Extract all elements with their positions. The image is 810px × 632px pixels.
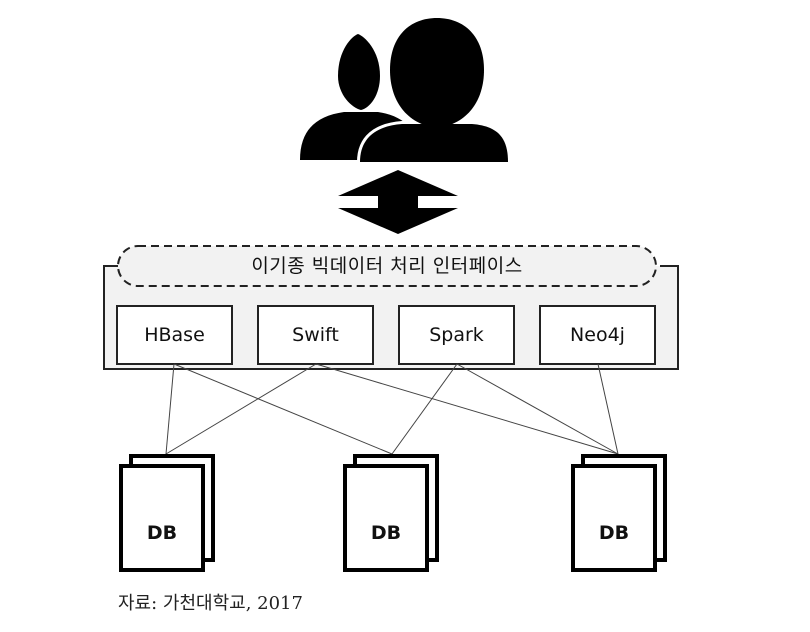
system-box-spark (398, 305, 515, 365)
interface-title: 이기종 빅데이터 처리 인터페이스 (251, 254, 523, 277)
system-label-swift: Swift (292, 324, 339, 346)
connection-lines (165, 363, 619, 455)
system-label-spark: Spark (429, 324, 484, 346)
database-label: DB (598, 522, 630, 544)
database-icon-2 (343, 454, 439, 572)
database-label: DB (146, 522, 178, 544)
interface-container (103, 265, 679, 370)
system-label-neo4j: Neo4j (570, 324, 625, 346)
database-icon-3 (571, 454, 667, 572)
users-icon (300, 14, 512, 165)
database-icon-1 (119, 454, 215, 572)
database-label: DB (370, 522, 402, 544)
system-box-swift (257, 305, 374, 365)
interface-pill (117, 245, 657, 287)
system-label-hbase: HBase (144, 324, 205, 346)
user-small-icon (338, 34, 380, 110)
bidirectional-arrow-icon (338, 170, 458, 234)
system-box-neo4j (539, 305, 656, 365)
source-caption: 자료: 가천대학교, 2017 (118, 593, 303, 614)
